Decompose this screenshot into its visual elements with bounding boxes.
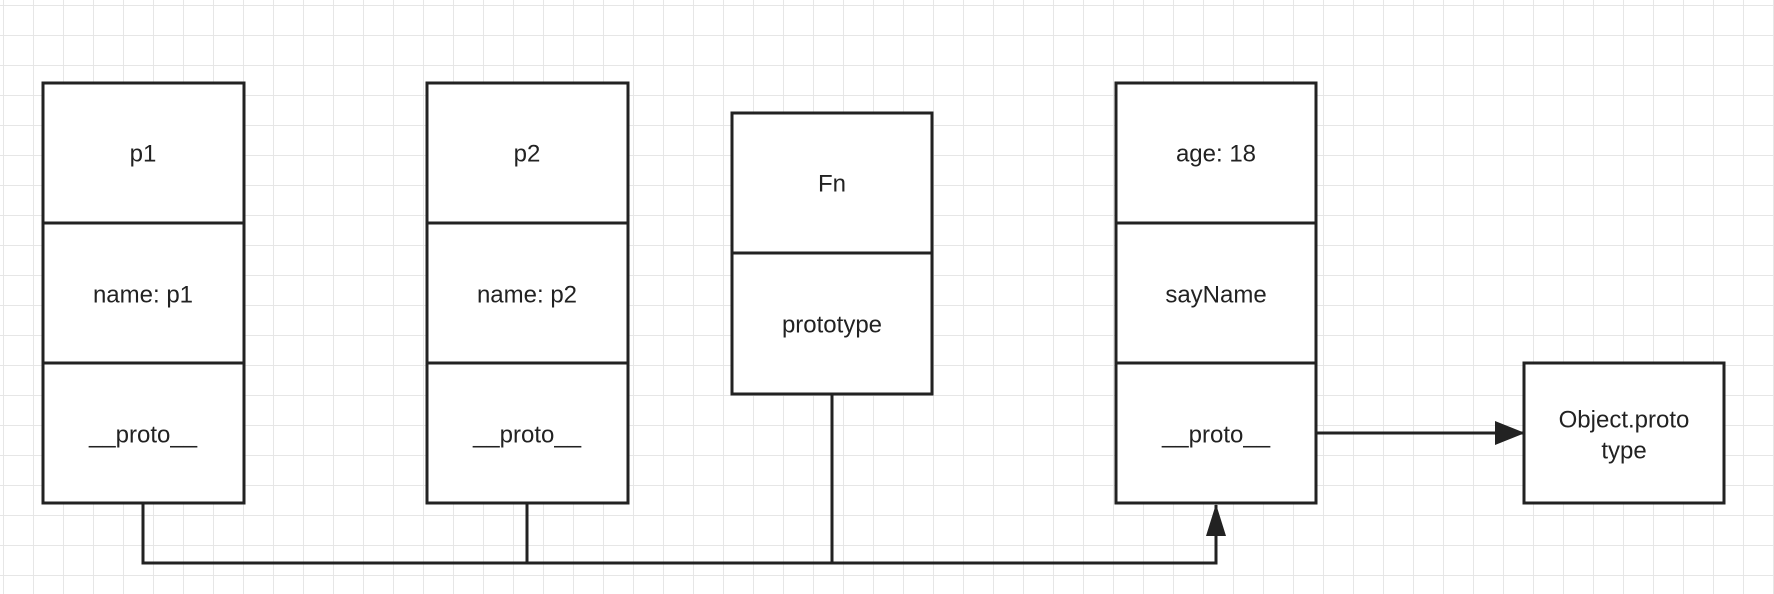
fn-prototype-property: prototype — [782, 312, 882, 339]
p1-object-box: p1 name: p1 __proto__ — [41, 81, 246, 505]
fn-constructor-box: Fn prototype — [730, 111, 934, 396]
p1-proto-property: __proto__ — [88, 422, 198, 449]
sayname-method: sayName — [1165, 282, 1266, 309]
p2-name-property: name: p2 — [477, 282, 577, 309]
object-prototype-label-line2: type — [1601, 438, 1646, 465]
p2-object-box: p2 name: p2 __proto__ — [425, 81, 630, 505]
p1-name-property: name: p1 — [93, 282, 193, 309]
age-property: age: 18 — [1176, 141, 1256, 168]
p2-title: p2 — [514, 141, 541, 168]
p2-proto-property: __proto__ — [472, 422, 582, 449]
p1-title: p1 — [130, 141, 157, 168]
fn-title: Fn — [818, 171, 846, 198]
p1-proto-link — [141, 503, 1226, 565]
object-prototype-box: Object.proto type — [1522, 361, 1726, 505]
fn-prototype-proto-property: __proto__ — [1161, 422, 1271, 449]
object-prototype-label-line1: Object.proto — [1559, 407, 1690, 434]
fn-prototype-object-box: age: 18 sayName __proto__ — [1114, 81, 1318, 505]
